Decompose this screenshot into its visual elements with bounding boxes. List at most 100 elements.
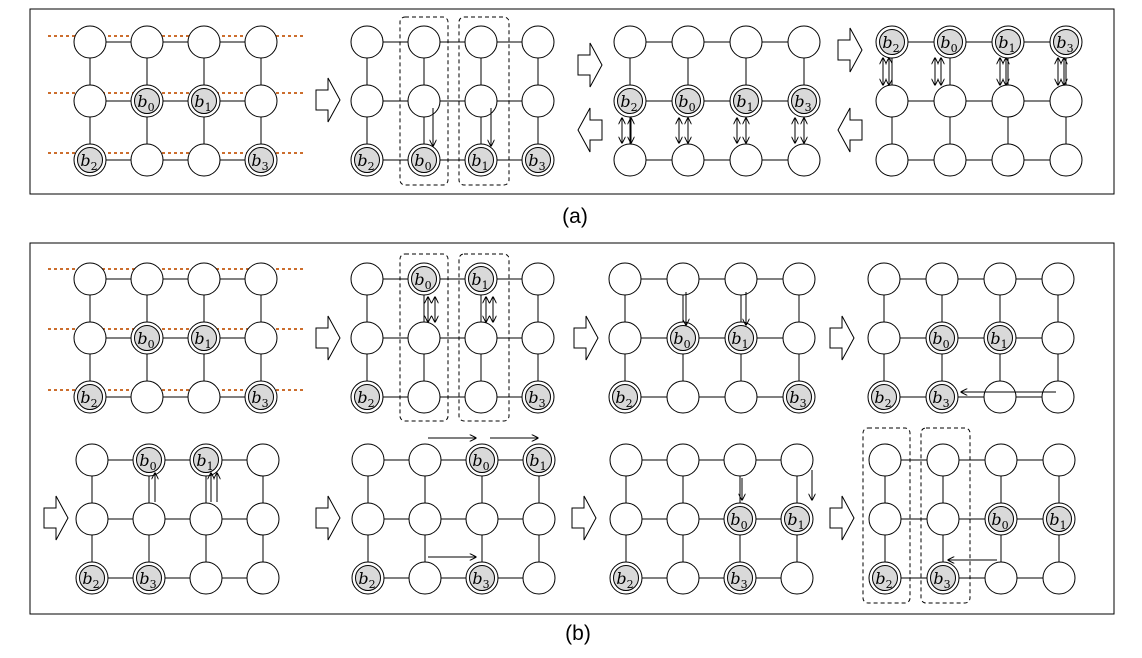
grid-node <box>724 380 758 414</box>
grid-node <box>867 321 901 355</box>
grid-node <box>867 262 901 296</box>
blocked-node-inner <box>612 384 638 410</box>
grid-node <box>1049 84 1083 118</box>
grid-node <box>350 25 384 59</box>
grid-node <box>521 84 555 118</box>
grid-node <box>984 561 1018 595</box>
grid-node <box>868 502 902 536</box>
grid-node <box>187 380 221 414</box>
grid-node <box>73 84 107 118</box>
grid-node <box>1042 443 1076 477</box>
step-arrow <box>573 315 599 361</box>
blocked-node-inner <box>468 266 494 292</box>
grid-node <box>73 321 107 355</box>
blocked-node-inner <box>77 147 103 173</box>
blocked-node-inner <box>727 506 753 532</box>
blocked-node-inner <box>134 325 160 351</box>
grid-node <box>521 262 555 296</box>
grid-node <box>666 561 700 595</box>
blocked-node-inner <box>930 565 956 591</box>
grid-node <box>407 84 441 118</box>
grid-node <box>1041 380 1075 414</box>
grid-node <box>609 502 643 536</box>
grid-node <box>73 25 107 59</box>
grid-node <box>244 84 278 118</box>
grid-node <box>1041 262 1075 296</box>
group-box <box>862 427 911 604</box>
blocked-node-inner <box>525 384 551 410</box>
grid-node <box>464 321 498 355</box>
grid-node <box>666 443 700 477</box>
grid-node <box>521 321 555 355</box>
grid-node <box>522 502 556 536</box>
grid-node <box>132 502 166 536</box>
grid-node <box>991 143 1025 177</box>
caption-b: (b) <box>565 622 591 645</box>
step-arrow <box>829 315 855 361</box>
grid-node <box>723 443 757 477</box>
blocked-node-inner <box>77 384 103 410</box>
grid-node <box>787 143 821 177</box>
grid-node <box>408 443 442 477</box>
grid-node <box>671 25 705 59</box>
grid-node <box>75 502 109 536</box>
grid-node <box>782 321 816 355</box>
grid-node <box>351 502 385 536</box>
blocked-node-inner <box>791 88 817 114</box>
grid-node <box>522 561 556 595</box>
caption-a: (a) <box>562 205 588 228</box>
blocked-node-inner <box>355 565 381 591</box>
blocked-node-inner <box>469 565 495 591</box>
grid-node <box>246 502 280 536</box>
grid-node <box>666 262 700 296</box>
grid-node <box>464 84 498 118</box>
blocked-node-inner <box>675 88 701 114</box>
grid-node <box>130 262 164 296</box>
grid-node <box>613 25 647 59</box>
grid-node <box>724 262 758 296</box>
blocked-node-inner <box>987 325 1013 351</box>
grid-node <box>666 502 700 536</box>
grid-node <box>130 25 164 59</box>
grid-node <box>465 502 499 536</box>
panel-a-frame <box>29 8 1115 195</box>
grid-node <box>780 561 814 595</box>
step-arrow <box>315 77 341 123</box>
grid-node <box>671 143 705 177</box>
step-arrow <box>577 42 603 88</box>
blocked-node-inner <box>988 506 1014 532</box>
grid-node <box>130 143 164 177</box>
group-box <box>920 427 971 604</box>
grid-node <box>187 25 221 59</box>
blocked-node-inner <box>937 29 963 55</box>
grid-node <box>608 262 642 296</box>
blocked-node-inner <box>871 384 897 410</box>
grid-node <box>613 143 647 177</box>
blocked-node-inner <box>1046 506 1072 532</box>
grid-node <box>925 262 959 296</box>
blocked-node-inner <box>468 147 494 173</box>
blocked-node-inner <box>411 266 437 292</box>
blocked-node-inner <box>995 29 1021 55</box>
grid-node <box>984 443 1018 477</box>
blocked-node-inner <box>526 447 552 473</box>
grid-node <box>246 561 280 595</box>
grid-node <box>75 443 109 477</box>
grid-node <box>729 143 763 177</box>
blocked-node-inner <box>134 88 160 114</box>
blocked-node-inner <box>136 565 162 591</box>
blocked-node-inner <box>879 29 905 55</box>
grid-node <box>350 321 384 355</box>
blocked-node-inner <box>728 325 754 351</box>
step-arrow <box>571 495 597 541</box>
grid-node <box>130 380 164 414</box>
